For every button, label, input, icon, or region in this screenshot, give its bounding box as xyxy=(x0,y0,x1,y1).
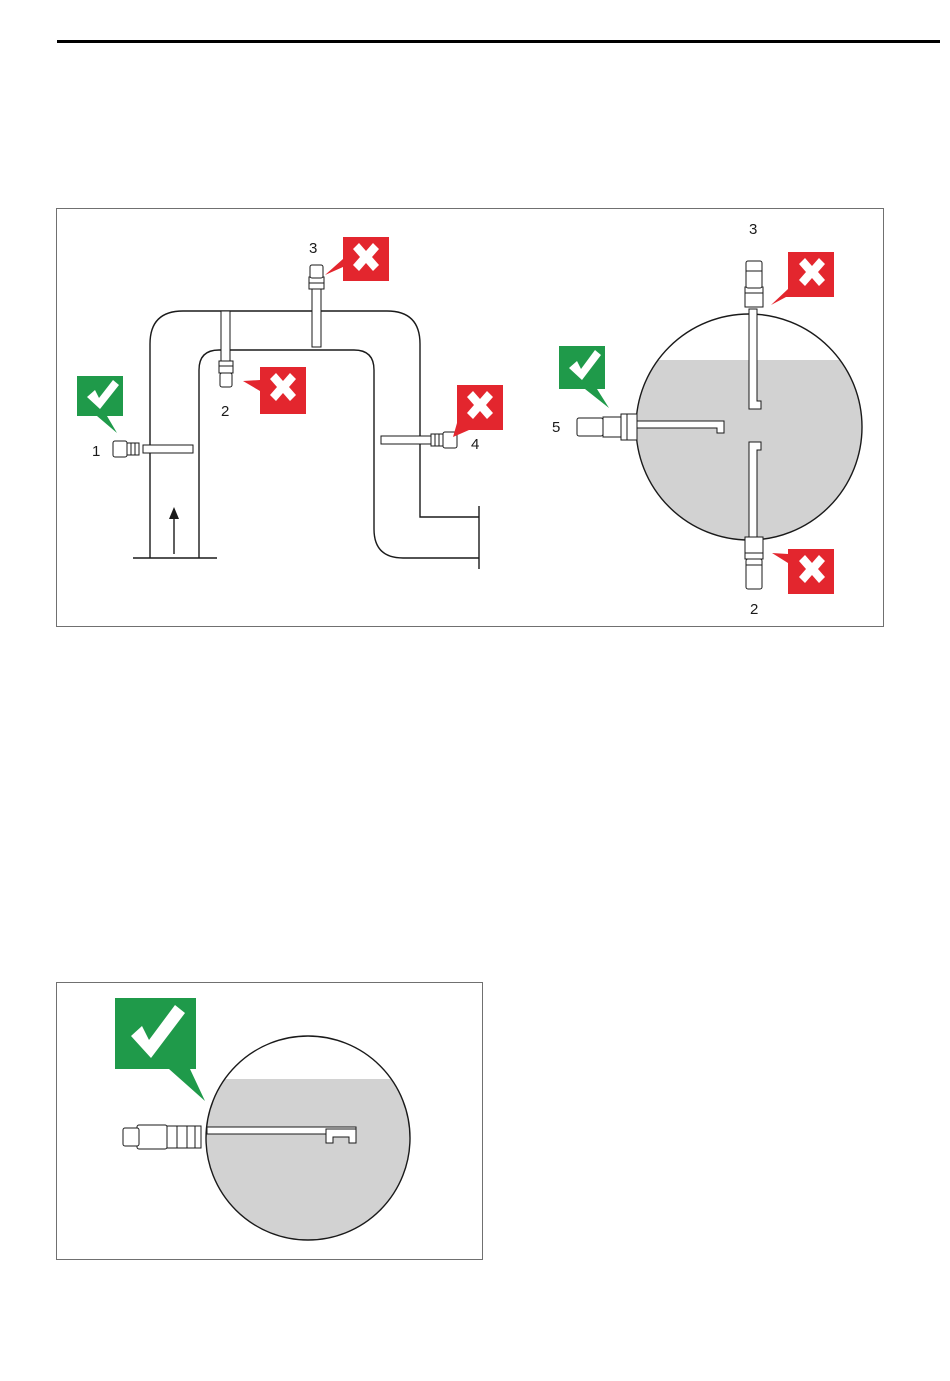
tank-label-5: 5 xyxy=(552,419,560,436)
sensor-2 xyxy=(219,311,233,387)
cross-icon xyxy=(325,237,389,281)
pipe-inner-wall xyxy=(199,350,479,558)
detail-diagram xyxy=(57,983,484,1261)
cross-icon xyxy=(771,252,834,305)
detail-figure xyxy=(56,982,483,1260)
flow-arrow-icon xyxy=(169,507,179,554)
cross-icon xyxy=(453,385,503,437)
installation-diagram: 1 2 3 4 xyxy=(57,209,885,628)
sensor-3 xyxy=(309,265,324,347)
tank-label-2: 2 xyxy=(750,601,758,618)
top-rule xyxy=(57,40,940,43)
checkmark-icon xyxy=(559,346,609,408)
tank-label-3: 3 xyxy=(749,221,757,238)
sensor-label-1: 1 xyxy=(92,443,100,460)
detail-liquid xyxy=(197,1079,417,1249)
cross-icon xyxy=(772,549,834,594)
sensor-label-3: 3 xyxy=(309,240,317,257)
cross-icon xyxy=(243,367,306,414)
installation-figure: 1 2 3 4 xyxy=(56,208,884,627)
sensor-1 xyxy=(113,441,193,457)
checkmark-icon xyxy=(77,376,123,433)
sensor-label-4: 4 xyxy=(471,436,479,453)
sensor-4 xyxy=(381,432,457,448)
checkmark-icon xyxy=(115,998,205,1101)
sensor-label-2: 2 xyxy=(221,403,229,420)
